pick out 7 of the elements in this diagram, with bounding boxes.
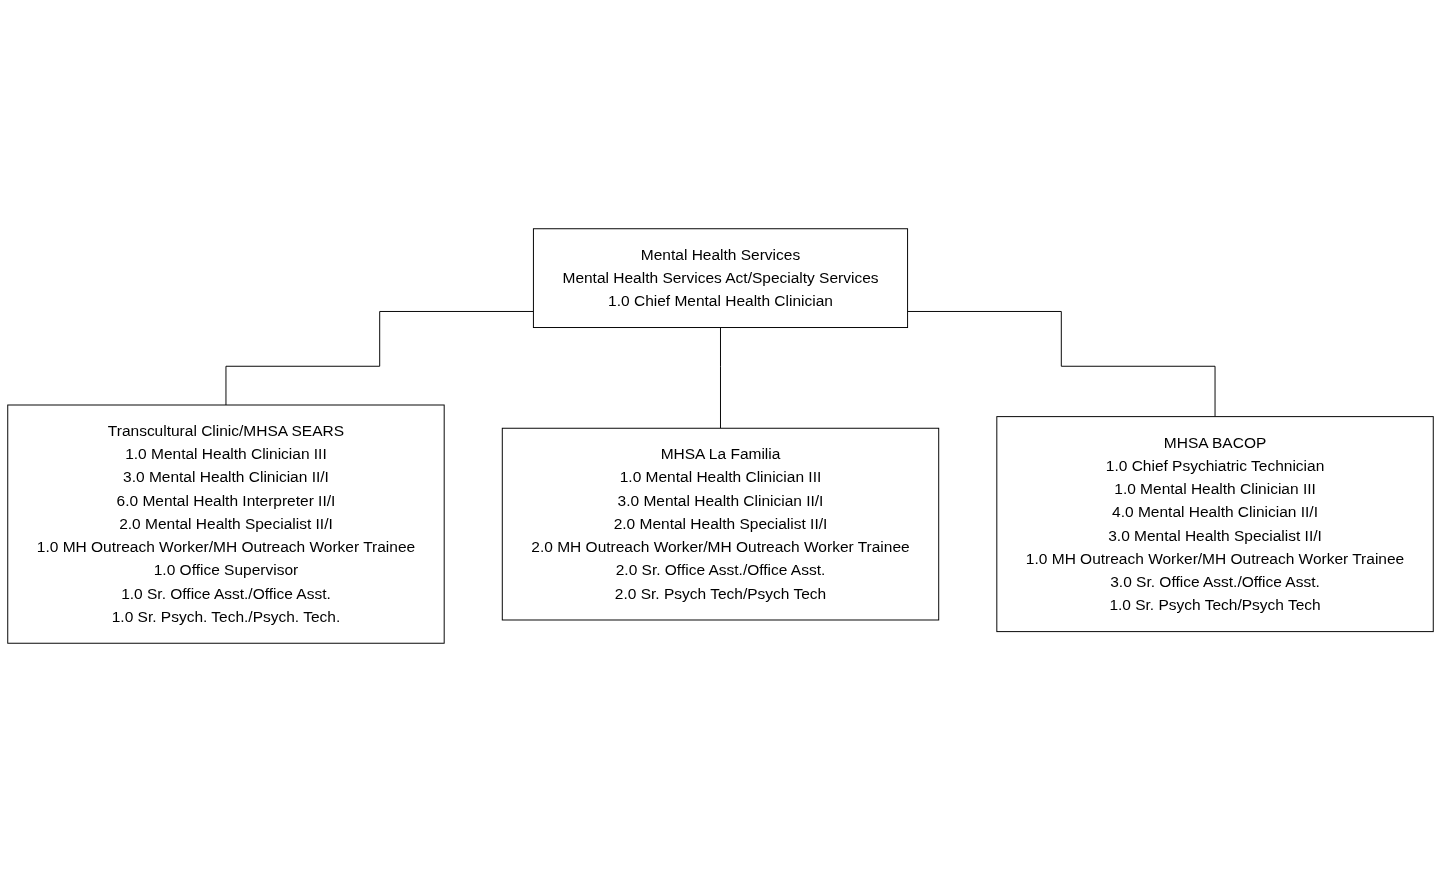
node-box: MHSA La Familia 1.0 Mental Health Clinician III 3.0 Mental Health Clinician II/I 2.0 Mental Health Specialist II/I 2.0 MH Outreach Worker/MH Outreach Worker Trainee 2.0 Sr. Office Asst./Office Asst. 2.0 Sr. Psych Tech/Psych Tech: [501, 427, 940, 621]
node-box: MHSA BACOP 1.0 Chief Psychiatric Technician 1.0 Mental Health Clinician III 4.0 Mental Health Clinician II/I 3.0 Mental Health Specialist II/I 1.0 MH Outreach Worker/MH Outreach Worker Trainee 3.0 Sr. Office Asst./Office Asst. 1.0 Sr. Psych Tech/Psych Tech: [996, 416, 1434, 633]
connector: [225, 311, 534, 406]
connector: [907, 311, 1216, 418]
connector: [720, 327, 721, 429]
node-box: Mental Health Services Mental Health Services Act/Specialty Services 1.0 Chief Mental Health Clinician: [532, 228, 909, 328]
node-box: Transcultural Clinic/MHSA SEARS 1.0 Mental Health Clinician III 3.0 Mental Health Clinician II/I 6.0 Mental Health Interpreter II/I 2.0 Mental Health Specialist II/I 1.0 MH Outreach Worker/MH Outreach Worker Trainee 1.0 Office Supervisor 1.0 Sr. Office Asst./Office Asst. 1.0 Sr. Psych. Tech./Psych. Tech.: [7, 404, 445, 644]
